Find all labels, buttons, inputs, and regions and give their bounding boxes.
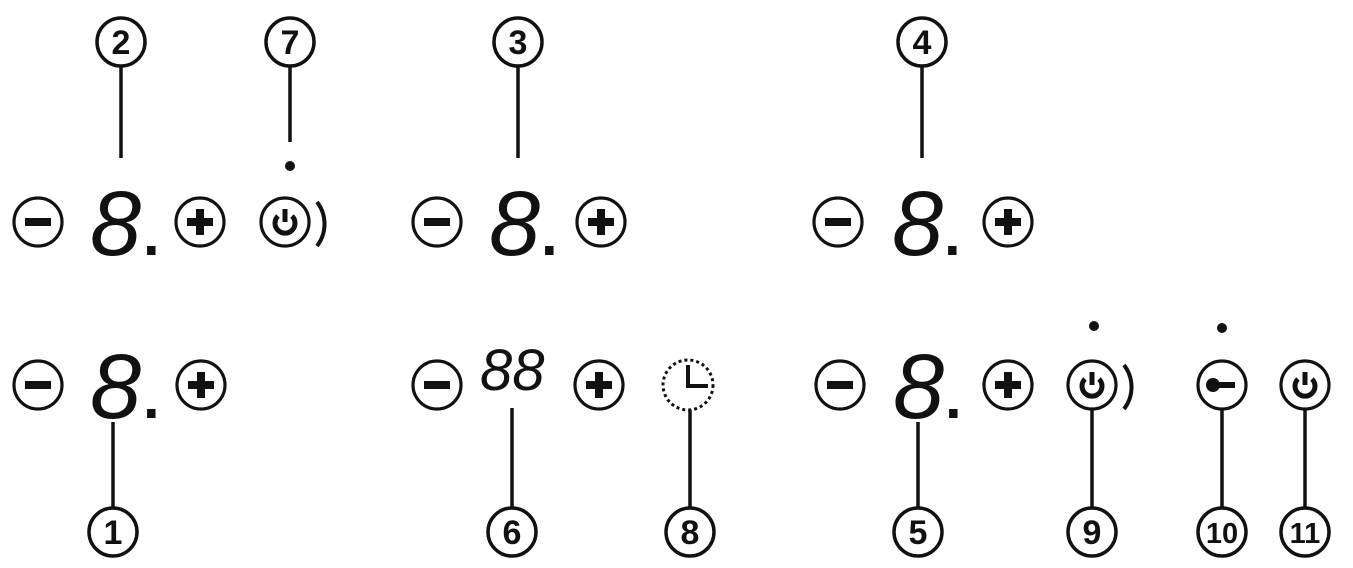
key-lock-icon[interactable] [1196, 359, 1248, 411]
callout-3: 3 [492, 16, 544, 158]
callout-7-label: 7 [281, 24, 300, 62]
zone-4-display: 8 [892, 173, 943, 275]
timer-display: 88 [480, 338, 545, 403]
callout-5-label: 5 [909, 514, 928, 552]
zone-2-decimal-point: . [143, 201, 160, 268]
zone-2-controls: 8 . [12, 173, 327, 275]
minus-icon[interactable] [12, 196, 64, 248]
callout-11: 11 [1279, 410, 1331, 558]
timer-icon[interactable] [661, 358, 715, 412]
callout-9-label: 9 [1083, 514, 1102, 552]
minus-icon[interactable] [812, 196, 864, 248]
callout-1-label: 1 [104, 514, 123, 552]
power-arc-icon [1122, 363, 1134, 411]
callout-3-label: 3 [509, 24, 528, 62]
zone-1-decimal-point: . [143, 364, 160, 431]
timer-controls: 88 [411, 338, 715, 412]
zone-1-display: 8 [90, 336, 141, 438]
callout-11-label: 11 [1290, 518, 1321, 550]
plus-icon[interactable] [982, 196, 1034, 248]
indicator-dot [1089, 321, 1099, 331]
power-icon[interactable] [1068, 361, 1116, 409]
indicator-dot [1217, 323, 1227, 333]
plus-icon[interactable] [575, 196, 627, 248]
callout-8: 8 [664, 408, 716, 558]
callout-4-label: 4 [913, 24, 932, 62]
zone-2-display: 8 [90, 173, 141, 275]
power-icon[interactable] [261, 198, 309, 246]
callout-9: 9 [1066, 410, 1118, 558]
power-arc-icon [315, 200, 327, 248]
minus-icon[interactable] [411, 359, 463, 411]
callout-8-label: 8 [681, 514, 700, 552]
plus-icon[interactable] [174, 196, 226, 248]
bridge-power-icon[interactable] [1281, 361, 1329, 409]
callout-10: 10 [1196, 410, 1248, 558]
callout-4: 4 [896, 16, 948, 158]
callout-2: 2 [95, 16, 147, 158]
zone-4-controls: 8 . [812, 173, 1034, 275]
callout-10-label: 10 [1206, 518, 1238, 550]
zone-5-decimal-point: . [945, 364, 962, 431]
callout-7: 7 [264, 16, 316, 171]
zone-3-display: 8 [489, 173, 540, 275]
zone-1-controls: 8 . [12, 336, 227, 438]
minus-icon[interactable] [814, 359, 866, 411]
callout-6-label: 6 [503, 514, 522, 552]
callout-2-label: 2 [112, 24, 131, 62]
callout-5: 5 [892, 422, 944, 558]
zone-4-decimal-point: . [944, 201, 961, 268]
zone-5-display: 8 [893, 336, 944, 438]
minus-icon[interactable] [411, 196, 463, 248]
plus-icon[interactable] [573, 359, 625, 411]
zone-3-controls: 8 . [411, 173, 627, 275]
plus-icon[interactable] [175, 359, 227, 411]
callout-6: 6 [486, 408, 538, 558]
zone-3-decimal-point: . [541, 201, 558, 268]
zone-5-controls: 8 . [814, 336, 1034, 438]
minus-icon[interactable] [12, 359, 64, 411]
indicator-dot [285, 161, 295, 171]
callout-1: 1 [87, 422, 139, 558]
plus-icon[interactable] [982, 359, 1034, 411]
